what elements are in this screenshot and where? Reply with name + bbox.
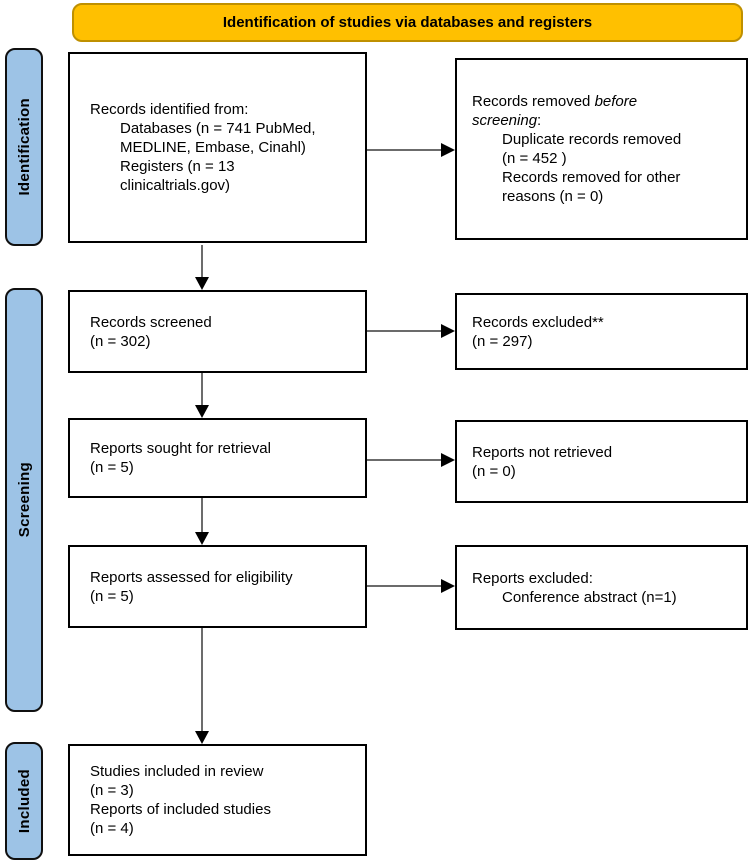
duplicates-removed-count: (n = 452 ) xyxy=(502,150,567,167)
records-removed-title-1: Records removed before xyxy=(457,92,746,111)
box-records-removed: Records removed before screening: Duplic… xyxy=(455,58,748,240)
stage-label-included: Included xyxy=(15,768,33,834)
records-screened-count: (n = 302) xyxy=(90,332,151,350)
records-removed-colon: : xyxy=(537,112,542,129)
studies-included-count: (n = 3) xyxy=(90,782,134,799)
records-excluded-label: Records excluded** xyxy=(472,313,604,331)
other-reasons-count: reasons (n = 0) xyxy=(502,188,604,205)
reports-assessed-label: Reports assessed for eligibility xyxy=(90,568,293,586)
box-reports-assessed: Reports assessed for eligibility (n = 5) xyxy=(68,545,367,628)
arrow-sought-to-assessed xyxy=(195,498,209,545)
stage-bar-identification: Identification xyxy=(5,48,43,246)
records-identified-registers-cont: clinicaltrials.gov) xyxy=(120,177,231,194)
arrow-identified-to-removed xyxy=(367,143,455,157)
records-removed-screening-italic: screening xyxy=(472,112,538,129)
records-identified-databases: Databases (n = 741 PubMed, xyxy=(120,120,316,137)
arrow-identified-to-screened xyxy=(195,245,209,290)
box-records-screened: Records screened (n = 302) xyxy=(68,290,367,373)
records-removed-title-2: screening: xyxy=(457,111,746,130)
box-reports-not-retrieved: Reports not retrieved (n = 0) xyxy=(455,420,748,503)
records-identified-databases-cont: MEDLINE, Embase, Cinahl) xyxy=(120,139,306,156)
records-removed-title-normal: Records removed xyxy=(472,93,595,110)
records-excluded-count: (n = 297) xyxy=(472,332,533,350)
stage-bar-screening: Screening xyxy=(5,288,43,712)
records-identified-registers: Registers (n = 13 xyxy=(120,158,235,175)
stage-label-identification: Identification xyxy=(15,98,33,196)
box-reports-excluded: Reports excluded: Conference abstract (n… xyxy=(455,545,748,630)
reports-included-label: Reports of included studies xyxy=(90,801,271,818)
box-records-identified: Records identified from: Databases (n = … xyxy=(68,52,367,243)
banner-label: Identification of studies via databases … xyxy=(222,14,593,31)
records-identified-title: Records identified from: xyxy=(90,101,249,118)
arrow-screened-to-sought xyxy=(195,373,209,418)
box-studies-included: Studies included in review (n = 3) Repor… xyxy=(68,744,367,856)
reports-not-retrieved-count: (n = 0) xyxy=(472,462,516,480)
reports-sought-label: Reports sought for retrieval xyxy=(90,440,271,457)
studies-included-label: Studies included in review xyxy=(90,763,264,780)
duplicates-removed-label: Duplicate records removed xyxy=(502,131,682,148)
arrow-screened-to-excluded xyxy=(367,324,455,338)
reports-assessed-count: (n = 5) xyxy=(90,587,134,605)
box-reports-sought: Reports sought for retrieval (n = 5) xyxy=(68,418,367,498)
arrow-assessed-to-reports-excluded xyxy=(367,579,455,593)
other-reasons-label: Records removed for other xyxy=(502,169,681,186)
arrow-sought-to-not-retrieved xyxy=(367,453,455,467)
reports-sought-count: (n = 5) xyxy=(90,459,134,476)
stage-label-screening: Screening xyxy=(15,462,33,538)
banner-identification-via-databases: Identification of studies via databases … xyxy=(72,3,743,42)
conference-abstract-item: Conference abstract (n=1) xyxy=(502,588,677,606)
reports-included-count: (n = 4) xyxy=(90,820,134,837)
reports-not-retrieved-label: Reports not retrieved xyxy=(472,443,613,461)
records-removed-title-italic: before xyxy=(594,93,638,110)
records-screened-label: Records screened xyxy=(90,313,212,331)
stage-bar-included: Included xyxy=(5,742,43,860)
box-records-excluded: Records excluded** (n = 297) xyxy=(455,293,748,370)
reports-excluded-label: Reports excluded: xyxy=(472,569,593,587)
arrow-assessed-to-included xyxy=(195,628,209,744)
